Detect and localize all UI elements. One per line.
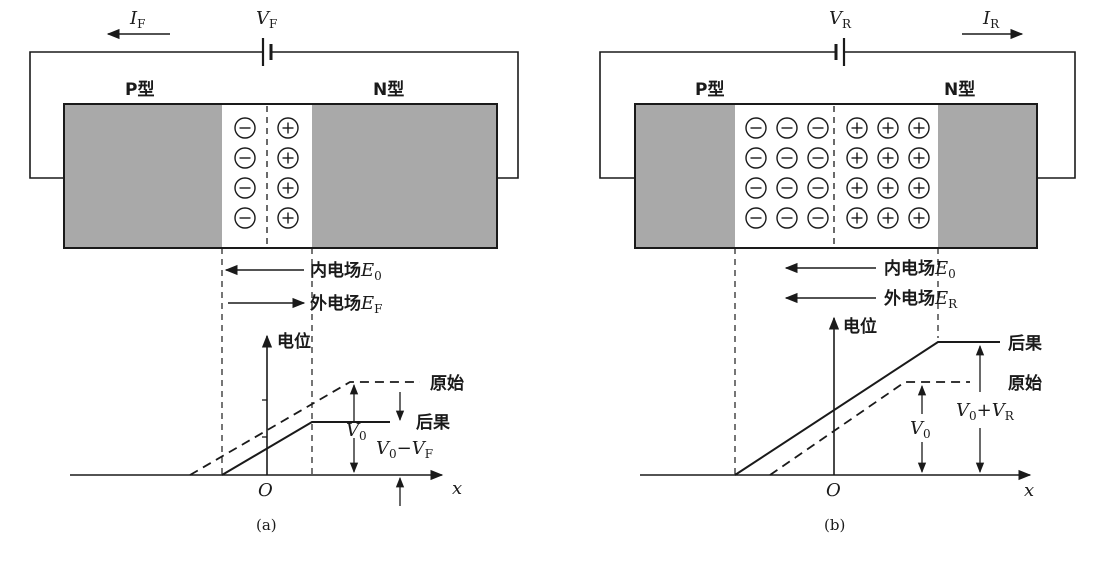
result-label-b: 后果 bbox=[1008, 334, 1042, 354]
external-field-label-b: 外电场ER bbox=[884, 288, 958, 311]
n-type-label-a: N型 bbox=[373, 79, 404, 100]
ion-grid-a bbox=[234, 117, 299, 229]
origin-label-b: O bbox=[826, 480, 841, 501]
result-curve-a bbox=[221, 421, 390, 476]
sum-label-b: V0+VR bbox=[956, 400, 1015, 423]
current-label-a: IF bbox=[129, 8, 145, 31]
internal-field-label-a: 内电场E0 bbox=[310, 260, 382, 283]
internal-field-label-b: 内电场E0 bbox=[884, 258, 956, 281]
voltage-label-b: VR bbox=[829, 8, 852, 31]
depletion-region-b bbox=[735, 104, 938, 248]
p-type-label-a: P型 bbox=[125, 79, 154, 100]
circuit-wire-b bbox=[599, 51, 1076, 179]
result-label-a: 后果 bbox=[416, 413, 450, 433]
caption-b: (b) bbox=[824, 516, 845, 534]
current-label-b: IR bbox=[982, 8, 1000, 31]
n-region-b bbox=[938, 104, 1037, 248]
v0-label-a: V0 bbox=[346, 420, 367, 443]
p-type-label-b: P型 bbox=[695, 79, 724, 100]
p-region-b bbox=[635, 104, 735, 248]
potential-label-b: 电位 bbox=[843, 316, 877, 337]
semiconductor-outline-b bbox=[634, 103, 1038, 249]
v0-label-b: V0 bbox=[910, 418, 931, 441]
ion-grid-b bbox=[745, 117, 930, 229]
caption-a: (a) bbox=[256, 516, 277, 534]
semiconductor-outline-a bbox=[63, 103, 498, 249]
original-label-b: 原始 bbox=[1008, 373, 1042, 394]
result-curve-b bbox=[734, 341, 1000, 476]
external-field-label-a: 外电场EF bbox=[310, 293, 382, 316]
origin-label-a: O bbox=[258, 480, 273, 501]
diff-label-a: V0−VF bbox=[376, 438, 433, 461]
n-type-label-b: N型 bbox=[944, 79, 975, 100]
circuit-wire-a bbox=[29, 51, 519, 179]
x-label-b: x bbox=[1024, 480, 1034, 501]
original-curve-b bbox=[769, 381, 970, 476]
original-label-a: 原始 bbox=[430, 373, 464, 394]
panel-b: VR IR P型 N型 内电场E0 外电场ER 电位 O x 后果 原始 V0 … bbox=[599, 8, 1076, 534]
x-label-a: x bbox=[452, 478, 462, 499]
n-region-a bbox=[312, 104, 497, 248]
panel-a: VF IF P型 N型 内电场E0 外电场EF 电位 O x 原始 后果 bbox=[29, 8, 519, 534]
p-region-a bbox=[64, 104, 222, 248]
potential-label-a: 电位 bbox=[277, 331, 311, 352]
original-curve-a bbox=[189, 381, 420, 476]
voltage-label-a: VF bbox=[256, 8, 277, 31]
